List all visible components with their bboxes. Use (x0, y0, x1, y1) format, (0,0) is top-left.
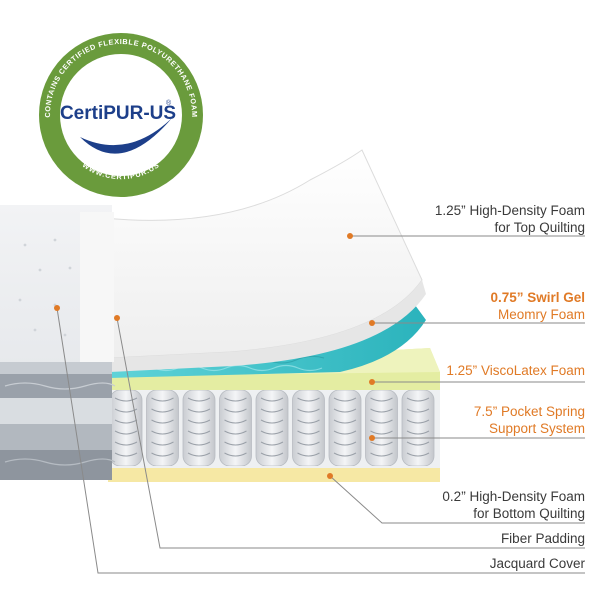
spring-coil-turn (151, 397, 174, 402)
leader-lines (56, 235, 585, 574)
spring-coil-turn (224, 441, 247, 446)
spring-coil-turn (114, 452, 138, 457)
spring-coil-turn (224, 452, 247, 457)
spring-coil-turn (187, 419, 211, 424)
spring-coil-turn (260, 419, 284, 424)
spring-coil-turn (333, 397, 357, 402)
spring-coil-turn (187, 397, 211, 402)
spring-coil-turn (370, 441, 393, 446)
pocket-springs (110, 389, 435, 466)
cover-pattern (18, 238, 72, 337)
spring-coil-turn (151, 408, 174, 413)
spring-coil-turn (224, 419, 247, 424)
badge-registered-mark: ® (166, 99, 172, 107)
spring-coil-turn (187, 441, 211, 446)
label-gel: 0.75” Swirl Gel Meomry Foam (490, 290, 585, 322)
spring-coil-turn (370, 419, 393, 424)
leader-dots (54, 233, 375, 479)
label-spring: 7.5” Pocket Spring Support System (473, 404, 585, 436)
spring-coil-turn (333, 441, 357, 446)
spring-coil-turn (224, 430, 247, 435)
spring-coil-turn (151, 430, 174, 435)
spring-coil-turn (333, 452, 357, 457)
spring-coil-turn (370, 397, 393, 402)
label-visco: 1.25” ViscoLatex Foam (446, 363, 585, 378)
spring-coil-turn (260, 397, 284, 402)
top-foam-edge (110, 280, 426, 372)
spring-coils (110, 389, 435, 466)
leader-jacquard (56, 307, 585, 574)
spring-coil-turn (151, 441, 174, 446)
spring-coil-turn (187, 430, 211, 435)
bottom-foam-layer (108, 466, 440, 482)
leader-fiber (116, 317, 585, 549)
mattress (0, 149, 440, 482)
cover-band-1 (0, 374, 112, 398)
spring-coil-turn (260, 408, 284, 413)
spring-coil-turn (224, 397, 247, 402)
spring-coil-turn (406, 430, 430, 435)
badge-brand: CertiPUR-US (60, 103, 176, 124)
spring-coil-turn (297, 397, 320, 402)
spring-coil-turn (297, 419, 320, 424)
label-jacquard: Jacquard Cover (489, 556, 585, 571)
spring-coil-turn (114, 397, 138, 402)
spring-coil-turn (260, 441, 284, 446)
spring-coil-turn (297, 430, 320, 435)
badge-swoosh-icon (80, 118, 172, 154)
spring-coil-turn (297, 441, 320, 446)
spring-coil-turn (151, 452, 174, 457)
spring-coil-turn (297, 408, 320, 413)
certipur-badge: CONTAINS CERTIFIED FLEXIBLE POLYURETHANE… (39, 33, 203, 197)
spring-coil-turn (370, 452, 393, 457)
spring-coil-turn (260, 430, 284, 435)
spring-coil-turn (260, 452, 284, 457)
leader-bottom-foam (329, 475, 585, 524)
spring-coil-turn (370, 408, 393, 413)
spring-coil-turn (297, 452, 320, 457)
spring-coil-turn (406, 397, 430, 402)
spring-coil-turn (406, 441, 430, 446)
spring-coil-turn (187, 452, 211, 457)
spring-coil-turn (151, 419, 174, 424)
spring-coil-turn (224, 408, 247, 413)
cover-band-4 (0, 450, 112, 480)
spring-coil-turn (333, 430, 357, 435)
cover-band-3 (0, 424, 112, 450)
label-fiber: Fiber Padding (500, 531, 585, 546)
spring-coil-turn (406, 408, 430, 413)
spring-coil-turn (333, 419, 357, 424)
spring-coil-turn (114, 441, 138, 446)
spring-coil-turn (114, 430, 138, 435)
fiber-padding-strip (80, 212, 114, 362)
spring-coil-turn (406, 452, 430, 457)
cover-band-2 (0, 398, 112, 424)
label-top-foam: 1.25” High-Density Foam for Top Quilting (434, 203, 585, 235)
spring-coil-turn (406, 419, 430, 424)
spring-coil-turn (187, 408, 211, 413)
label-bottom-foam: 0.2” High-Density Foam for Bottom Quilti… (442, 489, 585, 521)
cover-trim-1 (0, 362, 112, 374)
spring-coil-turn (333, 408, 357, 413)
spring-coil-turn (114, 419, 138, 424)
top-foam-layer (103, 149, 423, 359)
spring-coil-turn (114, 408, 138, 413)
spring-coil-turn (370, 430, 393, 435)
